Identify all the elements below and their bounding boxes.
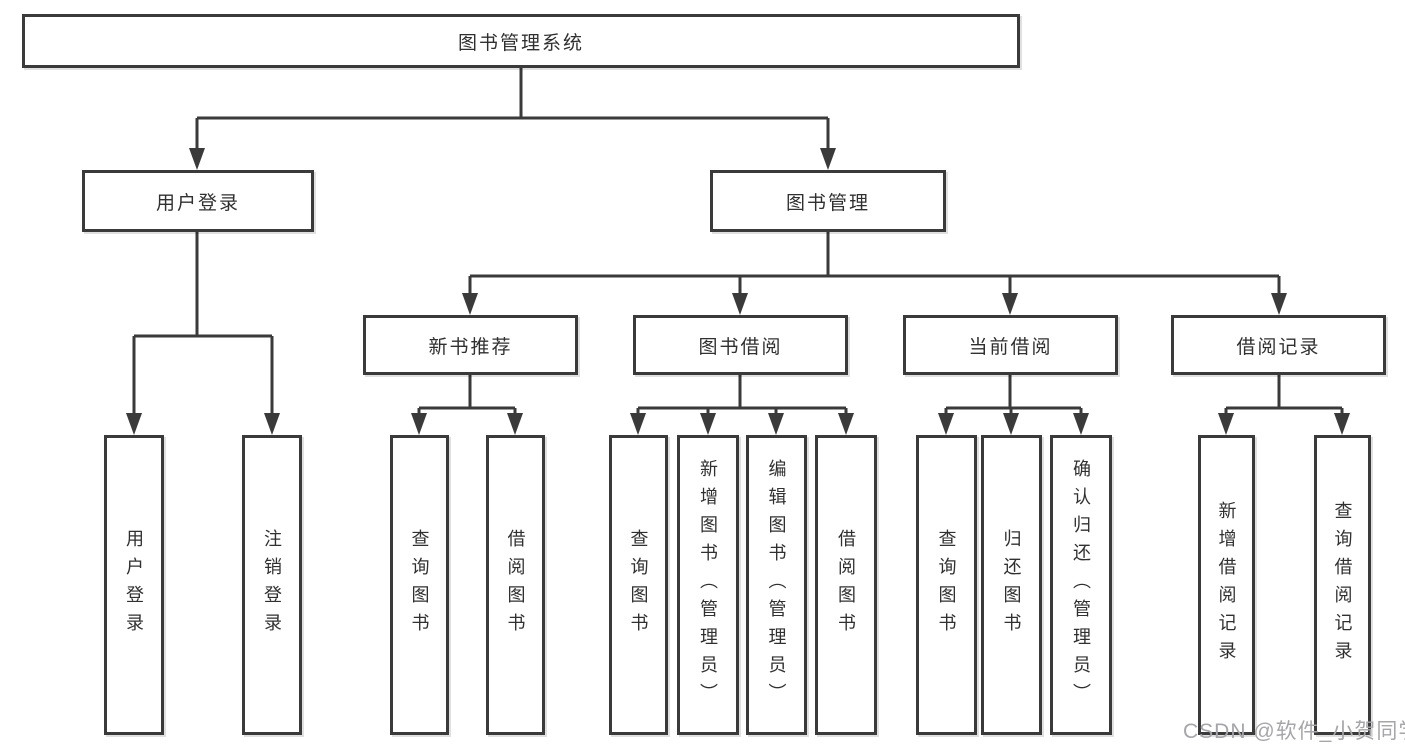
leaf-cb-return-books: 归还图书: [981, 435, 1042, 735]
leaf-bb-borrow-books: 借阅图书: [815, 435, 877, 735]
leaf-rec-borrow-books: 借阅图书: [486, 435, 545, 735]
leaf-bb-edit-books-admin: 编辑图书（管理员）: [746, 435, 807, 735]
node-book-borrow: 图书借阅: [633, 315, 848, 375]
leaf-rr-add-record-label: 新增借阅记录: [1216, 501, 1237, 669]
leaf-rr-query-record-label: 查询借阅记录: [1332, 501, 1353, 669]
leaf-bb-query-books-label: 查询图书: [628, 529, 649, 641]
leaf-rec-borrow-books-label: 借阅图书: [505, 529, 526, 641]
leaf-bb-add-books-admin: 新增图书（管理员）: [677, 435, 739, 735]
leaf-user-login: 用户登录: [104, 435, 164, 735]
leaf-logout: 注销登录: [242, 435, 302, 735]
leaf-bb-query-books: 查询图书: [609, 435, 668, 735]
leaf-rec-query-books-label: 查询图书: [409, 529, 430, 641]
node-book-borrow-label: 图书借阅: [698, 336, 783, 358]
arrowhead-icons: [126, 148, 1350, 435]
leaf-bb-borrow-books-label: 借阅图书: [836, 529, 856, 641]
node-user-login: 用户登录: [82, 170, 314, 232]
leaf-cb-confirm-return-admin: 确认归还（管理员）: [1050, 435, 1112, 735]
leaf-bb-add-books-admin-label: 新增图书（管理员）: [698, 459, 718, 711]
leaf-rr-add-record: 新增借阅记录: [1198, 435, 1255, 735]
node-user-login-label: 用户登录: [155, 192, 240, 214]
node-borrow-record-label: 借阅记录: [1236, 336, 1321, 358]
leaf-cb-return-books-label: 归还图书: [1001, 529, 1022, 641]
node-new-book-recommend: 新书推荐: [363, 315, 578, 375]
node-root-label: 图书管理系统: [457, 32, 584, 54]
leaf-rec-query-books: 查询图书: [390, 435, 449, 735]
leaf-cb-query-books: 查询图书: [916, 435, 977, 735]
leaf-user-login-label: 用户登录: [124, 529, 144, 641]
leaf-bb-edit-books-admin-label: 编辑图书（管理员）: [766, 459, 787, 711]
node-book-management-label: 图书管理: [785, 192, 870, 214]
node-borrow-record: 借阅记录: [1171, 315, 1386, 375]
leaf-logout-label: 注销登录: [262, 529, 282, 641]
leaf-cb-confirm-return-admin-label: 确认归还（管理员）: [1071, 459, 1091, 711]
csdn-watermark: CSDN @软件_小贺同学: [1183, 720, 1405, 743]
leaf-cb-query-books-label: 查询图书: [936, 529, 957, 641]
connector-lines: [132, 68, 1344, 413]
node-root: 图书管理系统: [22, 14, 1020, 68]
node-book-management: 图书管理: [710, 170, 946, 232]
node-new-book-recommend-label: 新书推荐: [428, 336, 513, 358]
node-current-borrow: 当前借阅: [903, 315, 1118, 375]
leaf-rr-query-record: 查询借阅记录: [1314, 435, 1371, 735]
node-current-borrow-label: 当前借阅: [968, 336, 1053, 358]
